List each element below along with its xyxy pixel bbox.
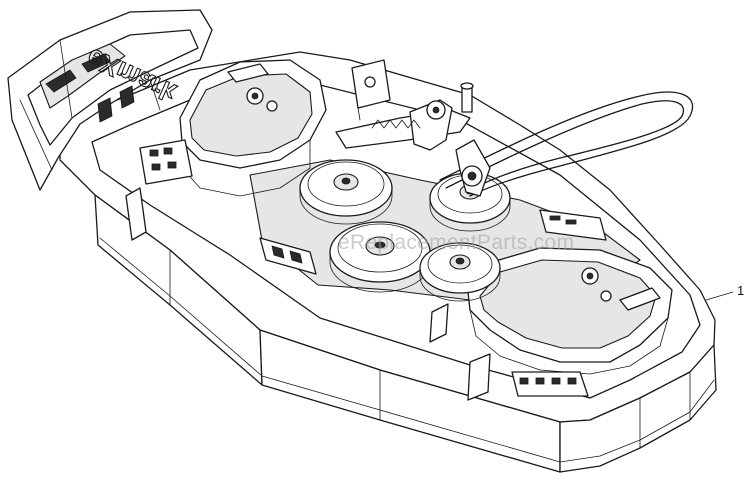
discharge-chute	[7, 9, 213, 191]
drive-belt	[439, 91, 694, 197]
bracket-front-left	[429, 303, 449, 343]
pulley-right-front	[419, 242, 501, 302]
idler-arm-assembly	[335, 59, 491, 197]
callout-number: 1	[737, 283, 745, 298]
deck-size-badge	[259, 237, 317, 275]
decal-left	[139, 139, 193, 185]
bracket-left	[125, 187, 147, 241]
decal-right	[539, 209, 607, 241]
right-belt-cover	[467, 247, 673, 375]
callout-leader-line	[705, 291, 734, 301]
decal-front	[511, 371, 589, 397]
pulley-left-rear	[299, 159, 393, 225]
bracket-front-center	[467, 353, 491, 401]
watermark-text: eReplacementParts.com	[338, 231, 575, 254]
left-belt-cover	[179, 59, 327, 197]
